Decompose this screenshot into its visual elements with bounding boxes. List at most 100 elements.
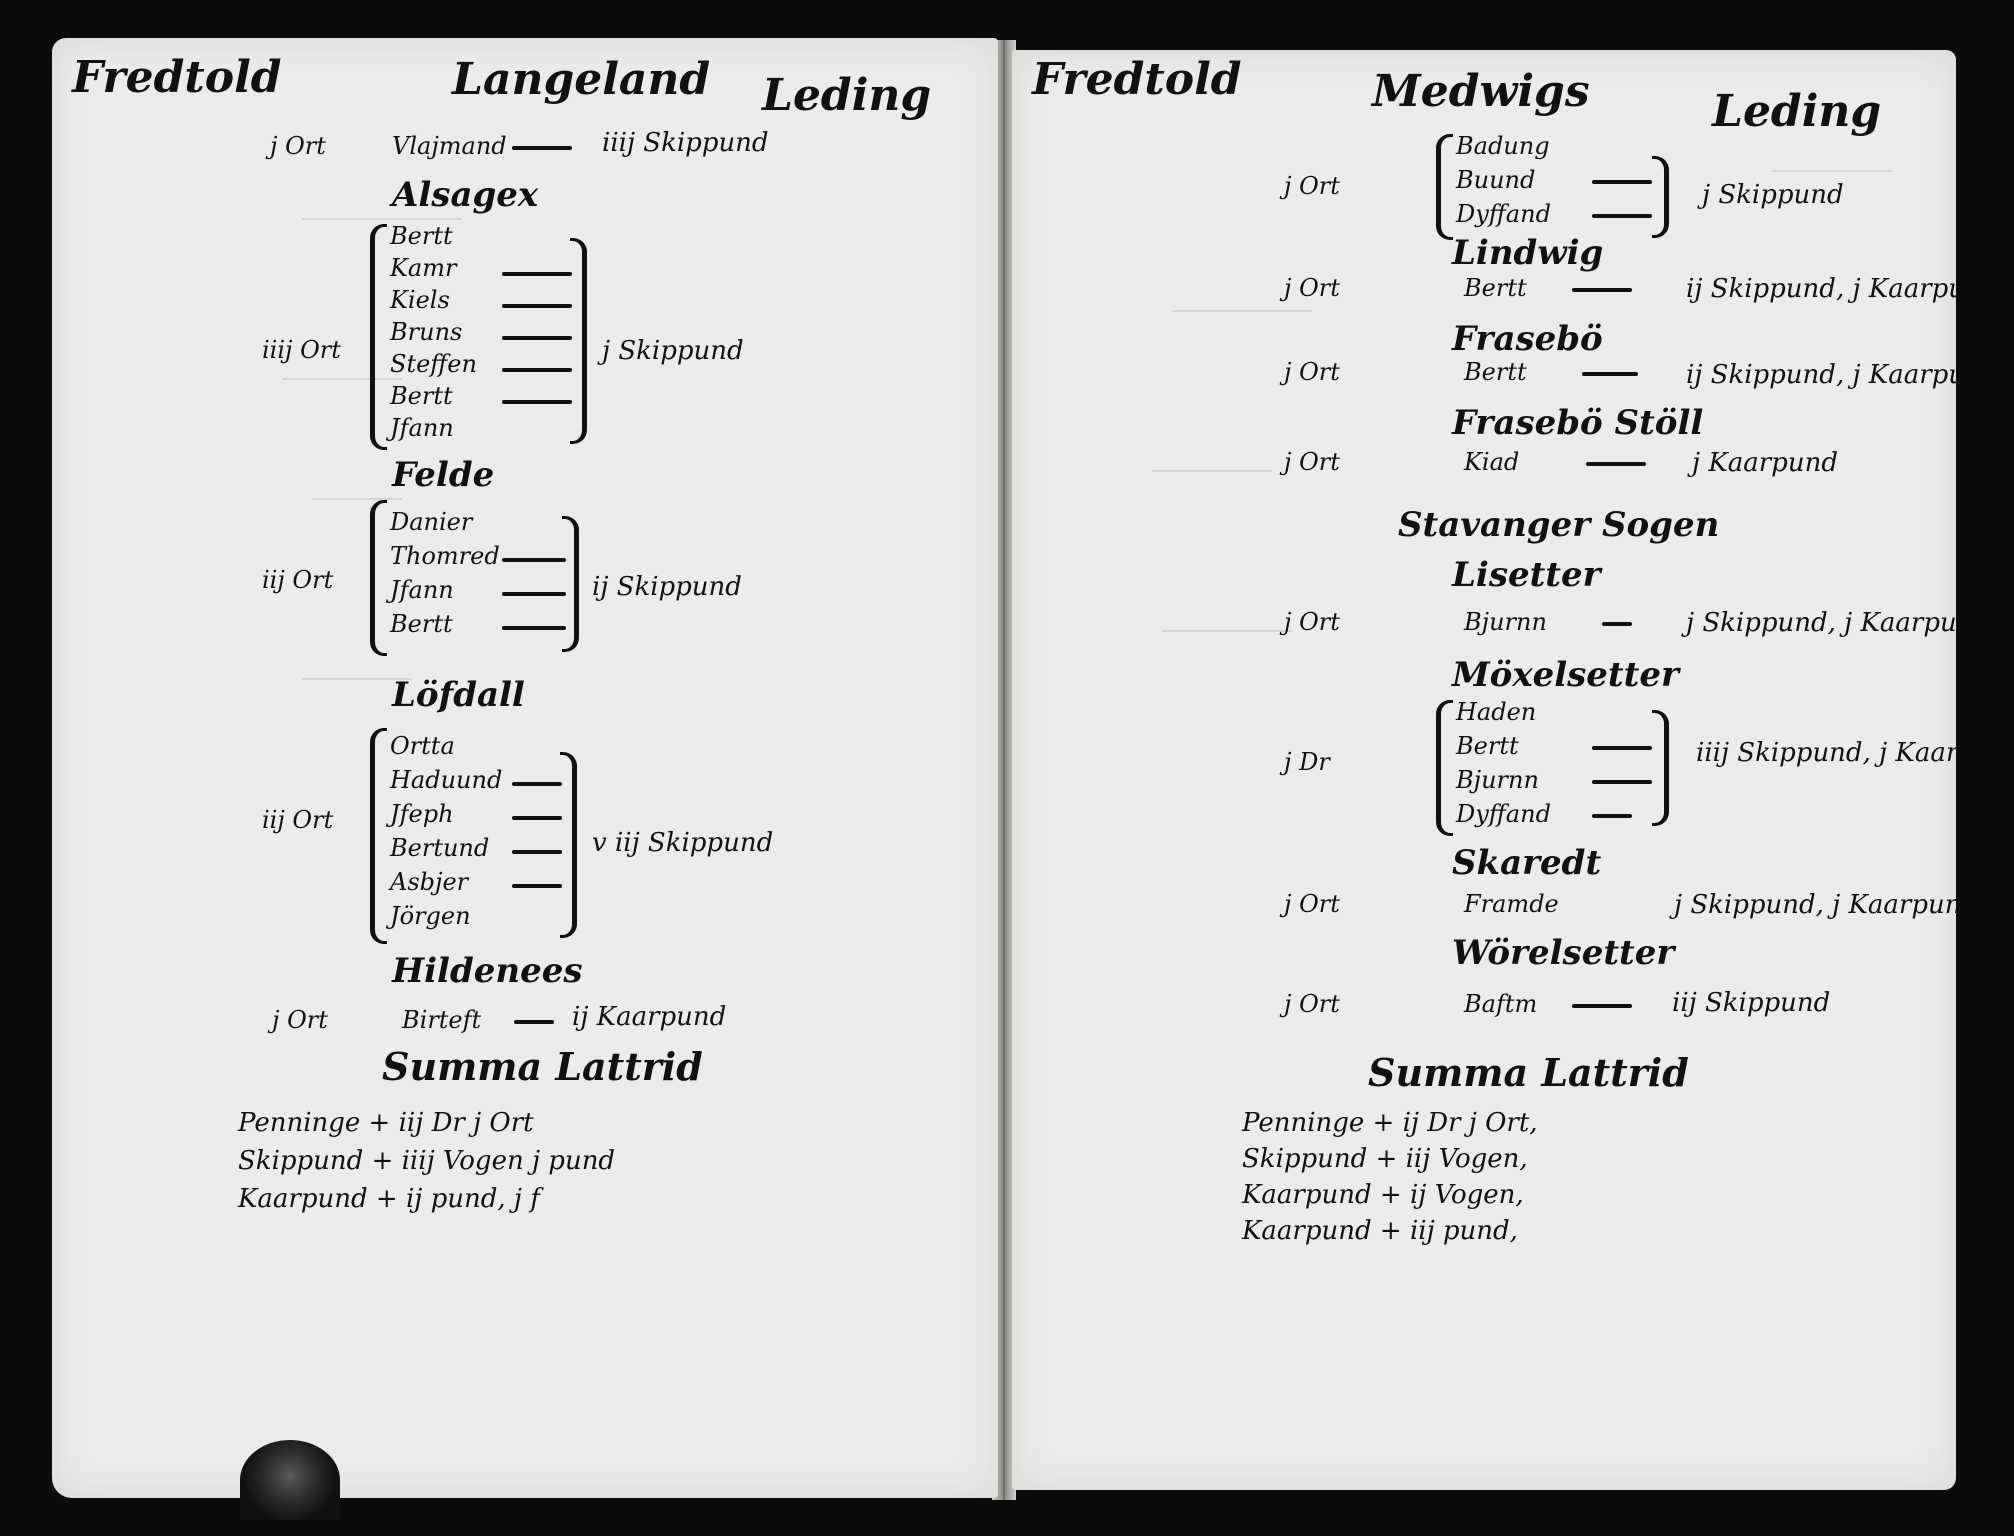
right-brace: [570, 238, 587, 444]
amount: j Skippund: [602, 336, 744, 366]
amount: iiij Skippund, j Kaarpund: [1696, 738, 1956, 768]
bleed-through-line: [282, 378, 402, 380]
right-brace: [562, 516, 579, 652]
right-page-column-heading: Leding: [1712, 86, 1882, 137]
summary-line: Kaarpund + iij pund,: [1242, 1216, 1518, 1246]
entry-name: Jfeph: [390, 800, 454, 828]
entry-name: Bertund: [390, 834, 490, 862]
wax-seal-stain: [240, 1440, 340, 1520]
entry-name: Bertt: [390, 610, 453, 638]
right-page: Fredtold Medwigs Leding Badung Buund Dyf…: [1012, 50, 1956, 1490]
entry-name: Kiels: [390, 286, 450, 314]
left-page-column-heading: Leding: [762, 70, 932, 121]
bleed-through-line: [302, 678, 412, 680]
ruled-line: [502, 400, 572, 404]
left-brace: [370, 728, 387, 944]
amount: j Skippund, j Kaarpund: [1686, 608, 1956, 638]
rate: j Ort: [1284, 608, 1340, 636]
entry-name: Framde: [1464, 890, 1559, 918]
entry-name: Bjurnn: [1464, 608, 1547, 636]
rate: j Ort: [1284, 890, 1340, 918]
entry-name: Thomred: [390, 542, 500, 570]
rate: j Ort: [1284, 448, 1340, 476]
rate: j Ort: [1284, 172, 1340, 200]
entry-name: Jfann: [390, 576, 454, 604]
left-brace: [370, 500, 387, 656]
bleed-through-line: [1772, 170, 1892, 172]
rate: iij Ort: [262, 806, 334, 834]
summary-line: Skippund + iij Vogen,: [1242, 1144, 1528, 1174]
left-brace: [370, 224, 387, 450]
ruled-line: [1602, 622, 1632, 626]
ruled-line: [502, 368, 572, 372]
amount: ij Skippund, j Kaarpund: [1686, 360, 1956, 390]
entry-name: Haden: [1456, 698, 1537, 726]
summary-line: Skippund + iiij Vogen j pund: [238, 1146, 616, 1176]
place-heading: Frasebö: [1452, 319, 1603, 359]
right-page-heading: Fredtold: [1032, 54, 1242, 105]
ruled-line: [1592, 214, 1652, 218]
amount: j Skippund: [1702, 180, 1844, 210]
place-heading: Stavanger Sogen: [1398, 505, 1720, 545]
entry-name: Haduund: [390, 766, 503, 794]
ruled-line: [1582, 372, 1638, 376]
entry-name: Kiad: [1464, 448, 1520, 476]
right-brace: [1652, 156, 1669, 238]
ruled-line: [502, 626, 566, 630]
entry-name: Bertt: [1464, 274, 1527, 302]
place-heading: Alsagex: [392, 175, 539, 215]
summary-line: Penninge + iij Dr j Ort: [238, 1108, 534, 1138]
summary-line: Kaarpund + ij Vogen,: [1242, 1180, 1524, 1210]
amount: iiij Skippund: [602, 128, 769, 158]
summary-line: Penninge + ij Dr j Ort,: [1242, 1108, 1538, 1138]
entry-name: Jörgen: [390, 902, 471, 930]
left-page-title: Langeland: [452, 54, 711, 105]
entry-name: Bertt: [390, 222, 453, 250]
bleed-through-line: [312, 498, 402, 500]
place-heading: Lisetter: [1452, 555, 1601, 595]
entry-name: Badung: [1456, 132, 1550, 160]
rate: j Ort: [1284, 990, 1340, 1018]
entry-name: Asbjer: [390, 868, 469, 896]
ruled-line: [1572, 288, 1632, 292]
place-heading: Frasebö Stöll: [1452, 403, 1704, 443]
amount: iij Skippund: [1672, 988, 1831, 1018]
summary-heading: Summa Lattrid: [1368, 1050, 1689, 1095]
ruled-line: [502, 592, 566, 596]
ruled-line: [502, 336, 572, 340]
rate: j Ort: [270, 132, 326, 160]
ruled-line: [502, 558, 566, 562]
ruled-line: [512, 146, 572, 150]
amount: ij Kaarpund: [572, 1002, 727, 1032]
place-heading: Löfdall: [392, 675, 525, 715]
ruled-line: [1592, 780, 1652, 784]
right-brace: [1652, 710, 1669, 826]
entry-name: Vlajmand: [392, 132, 507, 160]
entry-name: Jfann: [390, 414, 454, 442]
rate: iiij Ort: [262, 336, 341, 364]
amount: j Skippund, j Kaarpund, j Kaarpund: [1674, 890, 1956, 920]
entry-name: Danier: [390, 508, 473, 536]
place-heading: Felde: [392, 455, 495, 495]
place-heading: Wörelsetter: [1452, 933, 1675, 973]
place-heading: Hildenees: [392, 951, 583, 991]
ruled-line: [1592, 814, 1632, 818]
entry-name: Bertt: [1456, 732, 1519, 760]
right-brace: [560, 752, 577, 938]
ruled-line: [512, 816, 562, 820]
ruled-line: [1592, 180, 1652, 184]
ruled-line: [512, 884, 562, 888]
entry-name: Bertt: [390, 382, 453, 410]
bleed-through-line: [1152, 470, 1272, 472]
entry-name: Bertt: [1464, 358, 1527, 386]
entry-name: Bjurnn: [1456, 766, 1539, 794]
amount: ij Skippund, j Kaarpund: [1686, 274, 1956, 304]
ruled-line: [1572, 1004, 1632, 1008]
ruled-line: [1586, 462, 1646, 466]
entry-name: Bruns: [390, 318, 463, 346]
ruled-line: [1592, 746, 1652, 750]
rate: j Dr: [1284, 748, 1330, 776]
amount: ij Skippund: [592, 572, 742, 602]
place-heading: Lindwig: [1452, 233, 1604, 273]
summary-line: Kaarpund + ij pund, j f: [238, 1184, 540, 1214]
